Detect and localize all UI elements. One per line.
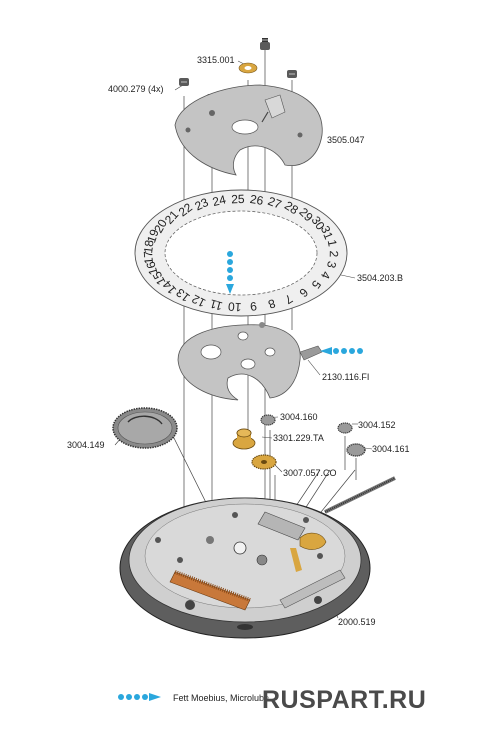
label-3004-161: 3004.161 (372, 444, 410, 454)
date-numeral: 26 (249, 192, 265, 208)
label-4000-279: 4000.279 (4x) (108, 84, 164, 94)
label-3004-152: 3004.152 (358, 420, 396, 430)
label-3315-001: 3315.001 (197, 55, 235, 65)
date-numeral: 18 (141, 239, 157, 254)
oil-legend-icon (118, 693, 161, 701)
calendar-wheel-3004-149 (112, 407, 178, 449)
brass-washer-part (238, 62, 258, 74)
date-numeral: 19 (144, 227, 162, 244)
date-numeral: 16 (143, 260, 160, 277)
date-numeral: 9 (249, 299, 258, 314)
brass-pinion-3301-229 (232, 428, 256, 450)
date-numeral: 2 (327, 250, 341, 257)
date-numeral: 12 (189, 292, 208, 311)
date-numeral: 10 (227, 299, 242, 314)
screw-top-icon (260, 38, 270, 50)
winding-stem-icon (324, 476, 396, 514)
screw-left-icon (179, 78, 189, 86)
date-numeral: 27 (266, 194, 284, 212)
screw-right-icon (287, 70, 297, 78)
oil-dots-jumper (320, 347, 363, 355)
label-2130-116: 2130.116.FI (322, 372, 370, 382)
date-numeral: 1 (325, 238, 340, 247)
date-numeral: 17 (141, 250, 156, 265)
date-numeral: 31 (318, 224, 336, 242)
watermark: RUSPART.RU (262, 686, 427, 714)
main-movement-base (119, 497, 371, 639)
wheel-3004-161 (346, 443, 366, 457)
brass-wheel-3007-057 (251, 454, 277, 470)
date-numeral: 11 (208, 296, 224, 313)
date-numeral: 23 (193, 195, 211, 213)
date-numeral: 25 (231, 192, 245, 206)
date-jumper-plate (177, 322, 323, 401)
date-numeral: 3 (324, 260, 339, 270)
label-3504-203: 3504.203.B (357, 273, 404, 283)
calendar-bridge-plate (174, 84, 323, 176)
date-numeral: 15 (150, 269, 169, 288)
date-numeral: 8 (266, 296, 277, 312)
label-3004-160: 3004.160 (280, 412, 318, 422)
label-3004-149: 3004.149 (67, 440, 105, 450)
label-3505-047: 3505.047 (327, 135, 365, 145)
label-3007-057: 3007.057.CO (283, 468, 337, 478)
label-3301-229: 3301.229.TA (273, 433, 324, 443)
wheel-3004-152 (337, 422, 353, 434)
date-numeral: 20 (151, 217, 170, 236)
wheel-3004-160 (260, 414, 276, 426)
label-2000-519: 2000.519 (338, 617, 376, 627)
date-numeral: 24 (211, 192, 228, 209)
legend-lubricant-text: Fett Moebius, Microlube (173, 693, 270, 703)
oil-dots-date-ring (226, 251, 234, 294)
